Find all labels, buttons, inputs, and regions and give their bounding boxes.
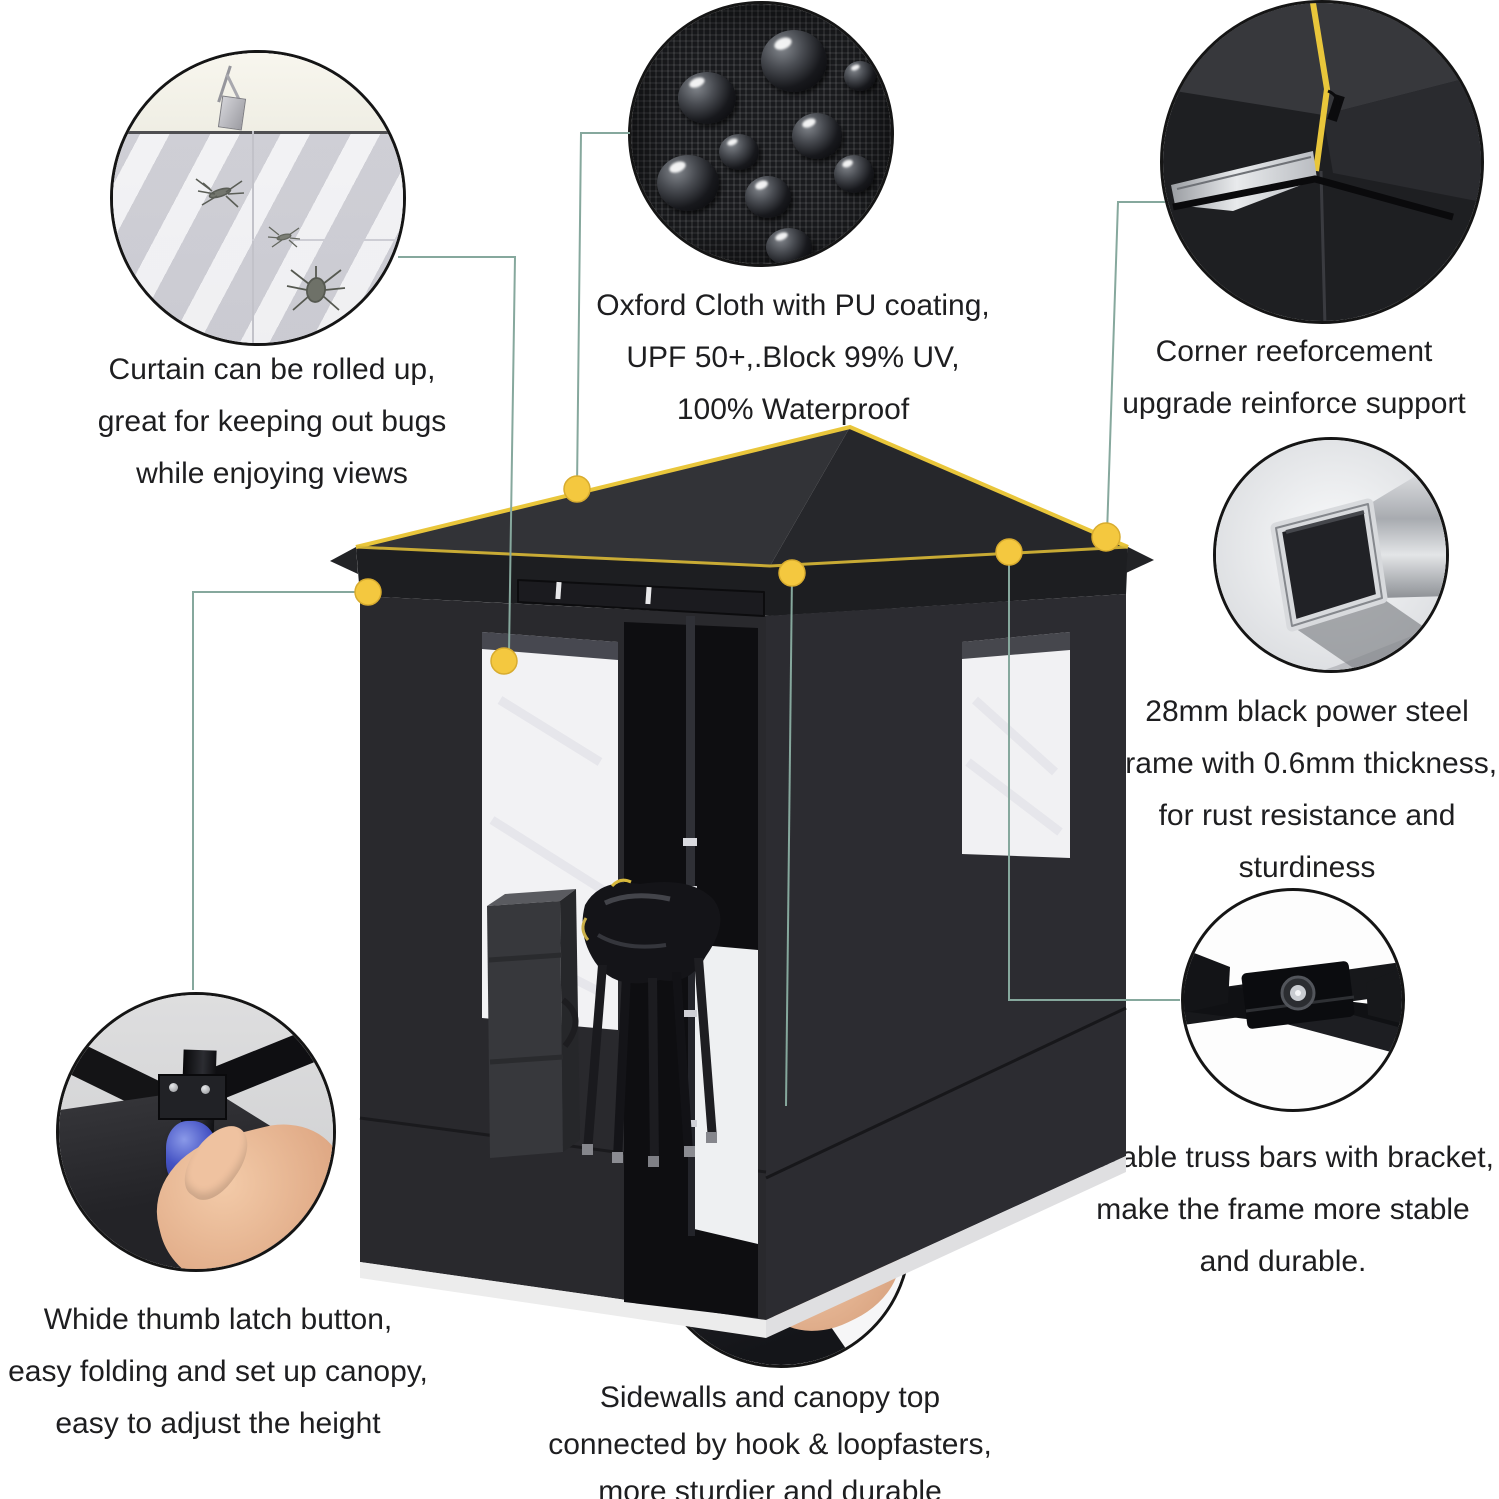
caption-line: connected by hook & loopfasters, (548, 1428, 992, 1461)
right-window-top-strip (962, 632, 1070, 659)
connector-fabric (576, 132, 630, 489)
caption-frame: 28mm black power steel frame with 0.6mm … (1117, 686, 1497, 894)
water-droplet (766, 227, 813, 264)
callout-circle-corner-photo (1160, 0, 1484, 324)
rivet-icon (168, 1082, 178, 1092)
center-pole (688, 946, 695, 1236)
left-window-top-strip (482, 632, 618, 660)
connector-corner (1106, 201, 1165, 535)
caption-line: while enjoying views (136, 457, 408, 490)
caption-line: easy to adjust the height (55, 1407, 381, 1440)
bracket-bolt (1295, 990, 1301, 996)
caption-line: Curtain can be rolled up, (108, 353, 436, 386)
caption-line: for rust resistance and (1158, 799, 1456, 832)
rivet-icon (201, 1085, 211, 1095)
marker-dot-right-wall (995, 538, 1023, 566)
callout-circle-curtain-photo (110, 50, 406, 346)
steel-tube-graphic (1216, 440, 1446, 670)
water-droplet (761, 30, 827, 92)
door-tie (555, 581, 562, 600)
right-window (962, 632, 1070, 858)
base-strip (360, 1262, 766, 1338)
water-droplet (792, 113, 843, 160)
curtain-rail-line (113, 131, 403, 135)
base-strip (766, 1156, 1126, 1338)
water-droplet (844, 61, 877, 92)
truss-bars (1184, 949, 1402, 1059)
callout-circle-truss-bracket-photo (1181, 888, 1405, 1112)
truss-bracket-graphic (1184, 949, 1402, 1059)
mosquito-icon (267, 226, 300, 248)
water-droplet (833, 154, 874, 193)
mosquito-icon (287, 265, 346, 311)
carry-bag (487, 889, 580, 1158)
callout-circle-waterproof-photo (628, 1, 894, 267)
caption-line: 28mm black power steel (1145, 695, 1469, 728)
feature-marker-dots (354, 475, 1121, 675)
caption-line: frame with 0.6mm thickness, (1116, 747, 1498, 780)
center-pole (686, 616, 695, 946)
curtain-seam (252, 238, 403, 241)
callout-circle-steel-tube-photo (1213, 437, 1449, 673)
caption-line: Whide thumb latch button, (43, 1303, 393, 1336)
marker-dot-eave-corner (1091, 522, 1121, 552)
canopy-left-slope (356, 427, 850, 566)
curtain-seam (252, 131, 255, 343)
caption-line: Corner reeforcement (1155, 335, 1433, 368)
caption-velcro: Sidewalls and canopy top connected by ho… (548, 1374, 992, 1499)
pole-strap (684, 1010, 697, 1017)
curtain-top-band (113, 53, 403, 132)
connector-curtain (398, 256, 517, 653)
caption-corner: Corner reeforcement upgrade reinforce su… (1122, 326, 1466, 430)
canopy-right-slope (770, 427, 1128, 566)
connector-velcro (785, 573, 793, 1107)
caption-curtain: Curtain can be rolled up, great for keep… (98, 344, 447, 500)
caption-truss: Durable truss bars with bracket, make th… (1072, 1132, 1494, 1288)
window-sheen (965, 696, 1063, 836)
latch-bracket (157, 1074, 228, 1120)
sidewall-seam (765, 1006, 1127, 1180)
caption-line: great for keeping out bugs (97, 405, 447, 438)
caption-line: make the frame more stable (1096, 1193, 1470, 1226)
caption-line: 100% Waterproof (676, 393, 910, 426)
caption-line: sturdiness (1238, 851, 1376, 884)
tent-illustration (330, 424, 1154, 1338)
caption-latch: Whide thumb latch button, easy folding a… (8, 1294, 428, 1450)
water-droplet (677, 71, 736, 124)
oxford-cloth-texture (631, 4, 891, 264)
connector-latch (192, 591, 368, 990)
connector-lines (192, 132, 1180, 1107)
caption-line: and durable. (1199, 1245, 1367, 1278)
caption-line: Sidewalls and canopy top (599, 1381, 941, 1414)
water-droplet (719, 134, 760, 170)
door-tie (645, 586, 652, 605)
callout-circle-thumb-latch-photo (56, 992, 336, 1272)
corner-reinforcement-graphic (1163, 3, 1481, 321)
marker-dot-roof (563, 475, 591, 503)
caption-line: UPF 50+,.Block 99% UV, (626, 341, 960, 374)
connector-truss (1008, 553, 1180, 1001)
marker-dot-window (490, 647, 518, 675)
canopy-trim-rope (355, 424, 1129, 549)
marker-dot-left-corner (354, 578, 382, 606)
mosquito-icon (195, 178, 245, 208)
water-droplet (745, 175, 792, 218)
canopy-corner-flap (330, 547, 358, 574)
water-droplet (657, 154, 719, 211)
caption-line: upgrade reinforce support (1122, 387, 1466, 420)
marker-dot-sidewall (778, 559, 806, 587)
canopy-corner-flap (1126, 547, 1154, 573)
pole-strap (683, 838, 697, 846)
caption-line: Durable truss bars with bracket, (1072, 1141, 1494, 1174)
rolled-up-door (517, 579, 765, 617)
folded-frame-bundle (581, 878, 721, 1167)
caption-line: more sturdier and durable (598, 1475, 942, 1499)
caption-line: Oxford Cloth with PU coating, (596, 289, 990, 322)
right-sidewall (766, 594, 1126, 1320)
caption-line: easy folding and set up canopy, (8, 1355, 428, 1388)
caption-fabric: Oxford Cloth with PU coating, UPF 50+,.B… (596, 280, 990, 436)
